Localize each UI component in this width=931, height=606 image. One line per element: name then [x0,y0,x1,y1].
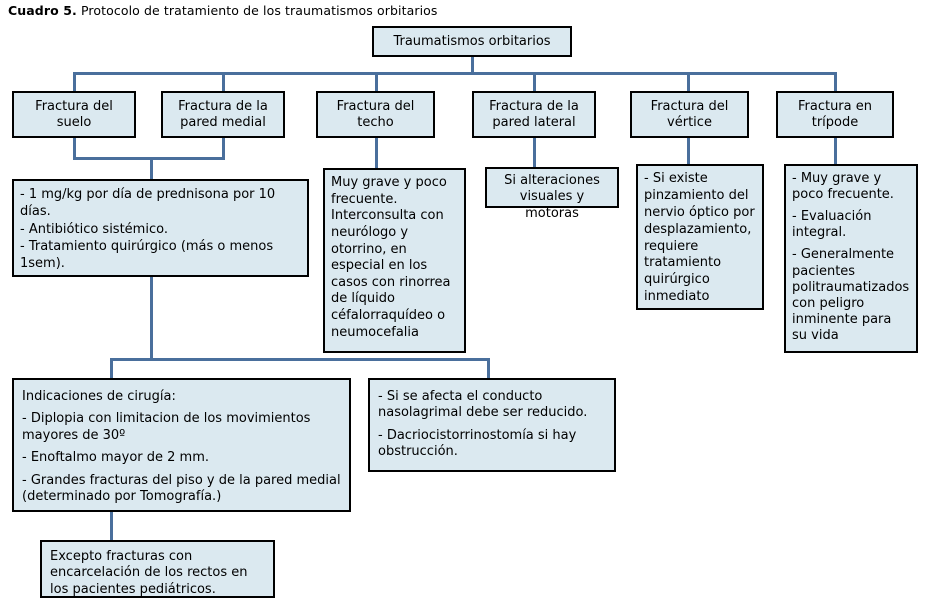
node-category-vertice[interactable]: Fractura del vértice [630,91,749,138]
detail-tripode-para-1: - Muy grave y poco frecuente. [792,171,894,203]
connector-merge-to-prednisona [150,157,153,179]
node-detail-pediatricos[interactable]: Excepto fracturas con encarcelación de l… [40,540,275,598]
connector-drop-techo [375,72,378,92]
detail-indicaciones-para-2: - Diplopia con limitacion de los movimie… [22,411,311,443]
caption-text: Protocolo de tratamiento de los traumati… [76,3,438,18]
connector-pared-lateral-detail [533,137,536,168]
detail-tripode-para-3: - Generalmente pacientes politraumatizad… [792,247,910,343]
node-category-techo[interactable]: Fractura del techo [316,91,435,138]
connector-indicaciones-to-pediatricos [110,512,113,541]
connector-suelo-down [73,137,76,160]
node-detail-prednisona[interactable]: - 1 mg/kg por día de prednisona por 10 d… [12,179,309,277]
connector-drop-vertice [687,72,690,92]
node-category-pared-medial[interactable]: Fractura de la pared medial [161,91,285,138]
detail-tripode-para-2: - Evaluación integral. [792,209,872,241]
detail-indicaciones-para-4: - Grandes fracturas del piso y de la par… [22,472,341,504]
detail-prednisona-line-3: - Tratamiento quirúrgico (más o menos 1s… [20,238,278,272]
node-root[interactable]: Traumatismos orbitarios [372,26,572,57]
detail-indicaciones-para-3: - Enoftalmo mayor de 2 mm. [22,450,210,466]
connector-root-stem [471,56,474,74]
detail-nasolagrimal-para-2: - Dacriocistorrinostomía si hay obstrucc… [378,427,577,460]
node-category-tripode-line2: trípode [811,114,859,130]
node-category-tripode-line1: Fractura en [797,99,872,115]
caption-label: Cuadro 5. [8,3,77,18]
node-detail-tripode[interactable]: - Muy grave y poco frecuente. - Evaluaci… [784,164,918,353]
connector-lower-right-drop [487,358,490,378]
detail-vertice-text: - Si existe pinzamiento del nervio óptic… [644,171,759,305]
node-category-tripode[interactable]: Fractura en trípode [776,91,894,138]
connector-techo-detail [375,137,378,169]
node-category-techo-line1: Fractura del [336,99,415,115]
node-category-pared-lateral-line1: Fractura de la [489,99,579,115]
detail-prednisona-line-2: - Antibiótico sistémico. [20,221,168,237]
detail-nasolagrimal-para-1: - Si se afecta el conducto nasolagrimal … [378,389,588,421]
connector-drop-suelo [73,72,76,92]
node-category-vertice-line2: vértice [667,114,712,130]
node-category-suelo[interactable]: Fractura del suelo [12,91,136,138]
connector-merge-bar-upper [73,157,225,160]
node-category-pared-medial-line1: Fractura de la [178,99,268,115]
node-root-label: Traumatismos orbitarios [393,33,551,49]
detail-pared-lateral-text: Si alteraciones visuales y motoras [504,173,604,221]
detail-techo-text: Muy grave y poco frecuente. Interconsult… [331,175,455,340]
connector-pared-medial-down [222,137,225,160]
node-detail-vertice[interactable]: - Si existe pinzamiento del nervio óptic… [636,164,764,310]
connector-prednisona-down [150,276,153,361]
figure-caption: Cuadro 5. Protocolo de tratamiento de lo… [8,3,438,18]
connector-top-bus [73,72,836,75]
node-category-suelo-line2: suelo [56,114,92,130]
node-detail-techo[interactable]: Muy grave y poco frecuente. Interconsult… [323,168,466,353]
node-category-pared-medial-line2: pared medial [180,114,266,130]
node-category-suelo-line1: Fractura del [35,99,113,115]
node-category-techo-line2: techo [357,114,394,130]
detail-indicaciones-para-1: Indicaciones de cirugía: [22,389,176,404]
connector-drop-pared-lateral [533,72,536,92]
connector-lower-bus [110,358,490,361]
node-category-pared-lateral[interactable]: Fractura de la pared lateral [472,91,596,138]
node-category-vertice-line1: Fractura del [650,99,729,115]
connector-drop-pared-medial [222,72,225,92]
detail-pediatricos-text: Excepto fracturas con encarcelación de l… [50,549,252,597]
detail-prednisona-line-1: - 1 mg/kg por día de prednisona por 10 d… [20,187,280,220]
node-detail-nasolagrimal[interactable]: - Si se afecta el conducto nasolagrimal … [368,378,616,472]
node-detail-pared-lateral[interactable]: Si alteraciones visuales y motoras [485,167,619,221]
connector-vertice-detail [687,137,690,165]
connector-tripode-detail [834,137,837,165]
connector-lower-left-drop [110,358,113,378]
node-category-pared-lateral-line2: pared lateral [492,114,576,130]
connector-drop-tripode [834,72,837,92]
node-detail-indicaciones[interactable]: Indicaciones de cirugía: - Diplopia con … [12,378,351,512]
